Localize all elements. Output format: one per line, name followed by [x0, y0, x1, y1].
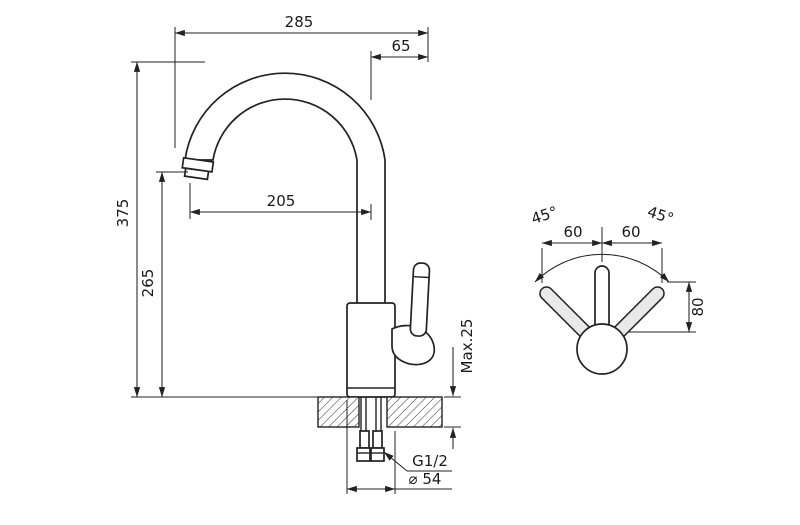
- total-height-dimension: 375: [114, 199, 132, 228]
- offset-right-dimension: 60: [621, 223, 640, 241]
- hose-connector-right: [370, 447, 385, 462]
- hose-connector-left: [356, 447, 371, 462]
- spout-offset-dimension: 65: [391, 37, 410, 55]
- counter-left-section: [317, 396, 360, 428]
- lever-arm: [409, 262, 431, 337]
- lever-cap-line: [414, 276, 430, 279]
- side-view: 60 60 45° 45° 80: [529, 203, 707, 375]
- angle-right-dimension: 45°: [645, 203, 676, 228]
- supply-hose-left: [359, 430, 370, 449]
- thread-size-label: G1/2: [412, 452, 448, 470]
- spout-aerator: [181, 156, 215, 181]
- supply-hose-right: [372, 430, 383, 449]
- counter-right-section: [386, 396, 443, 428]
- counter-thickness-dimension: Max.25: [458, 319, 476, 374]
- angle-left-dimension: 45°: [529, 203, 560, 228]
- handle-height-dimension: 80: [689, 297, 707, 316]
- front-view: 285 65 375 265 205 Max.25 G1/2: [114, 13, 476, 494]
- faucet-spout-tube: [184, 72, 386, 307]
- base-diameter-dimension: ⌀ 54: [409, 470, 442, 488]
- handle-ball-body: [576, 323, 628, 375]
- spout-height-dimension: 265: [139, 269, 157, 298]
- total-width-dimension: 285: [285, 13, 314, 31]
- spout-reach-dimension: 205: [267, 192, 296, 210]
- faucet-body: [346, 302, 396, 398]
- handle-lever: [409, 262, 431, 337]
- offset-left-dimension: 60: [563, 223, 582, 241]
